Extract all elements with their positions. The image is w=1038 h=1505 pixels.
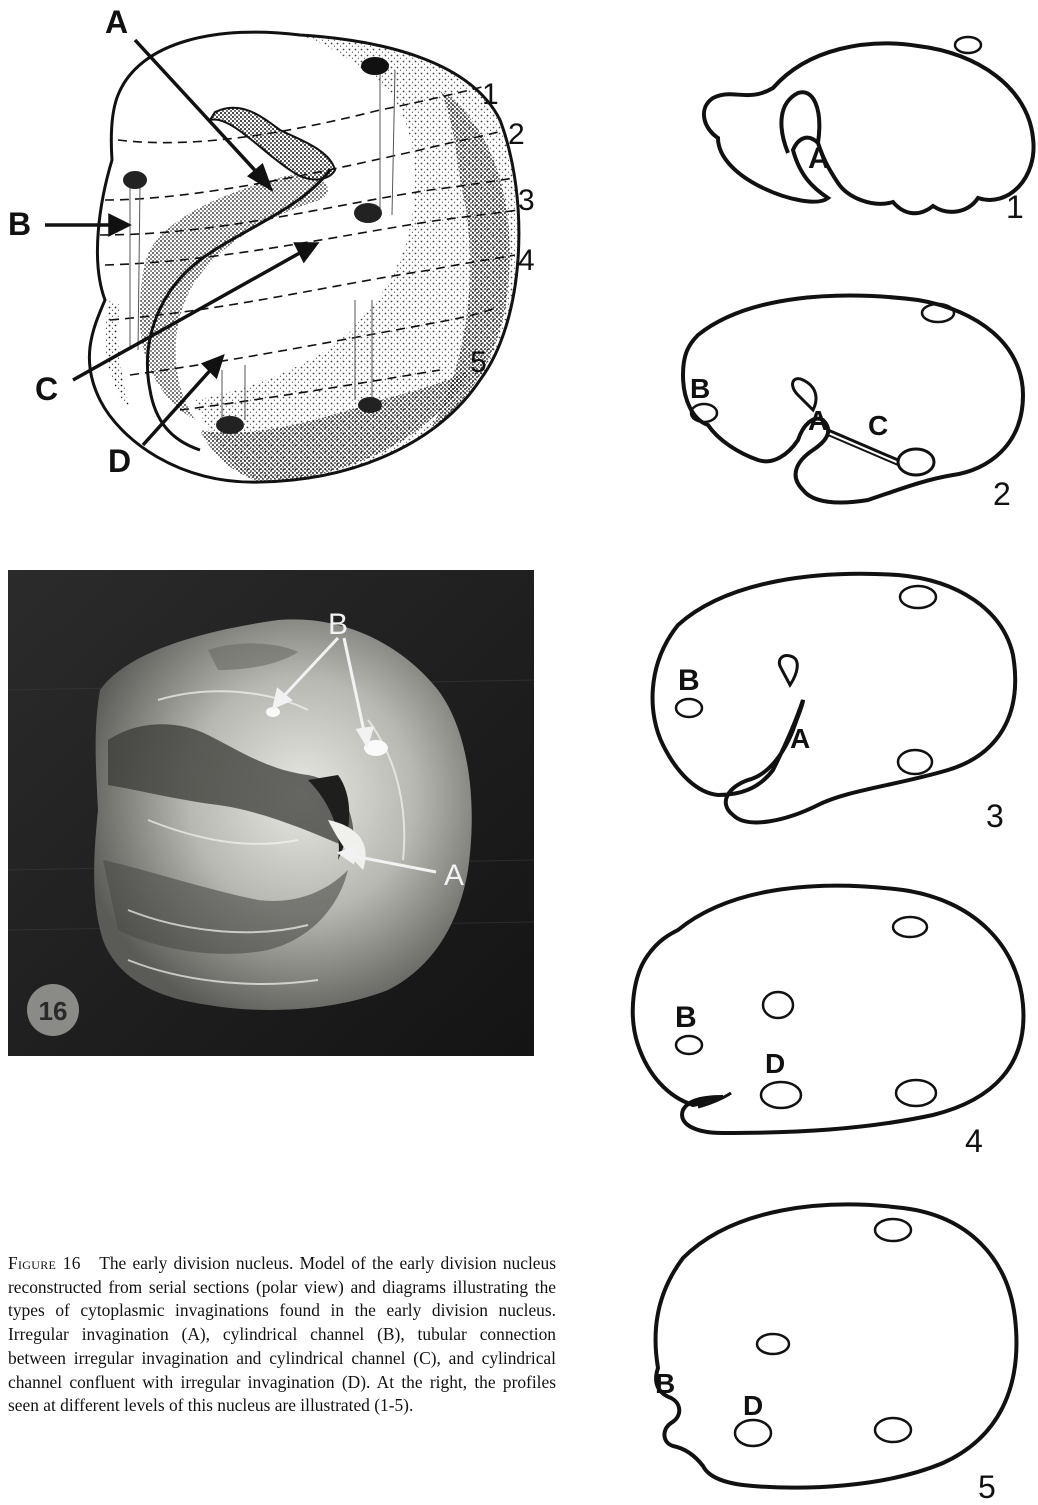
model-label-d: D (108, 443, 131, 479)
figure-label: Figure 16 (8, 1253, 81, 1273)
profile-5-label-d: D (743, 1390, 763, 1421)
model-label-c: C (35, 371, 58, 407)
profile-2-label-a: A (808, 405, 828, 436)
profile-level-2: B A C 2 (638, 275, 1038, 515)
profile-level-4: B D 4 (613, 875, 1038, 1165)
profile-3-number: 3 (986, 798, 1004, 834)
profile-2-label-b: B (690, 373, 710, 404)
photo-label-b: B (328, 608, 348, 641)
profile-2-label-c: C (868, 410, 888, 441)
model-level-3: 3 (518, 184, 535, 217)
caption-title: The early division nucleus. (99, 1253, 293, 1273)
profile-level-3: B A 3 (618, 555, 1038, 845)
model-label-b: B (8, 206, 31, 242)
profile-4-label-b: B (675, 1001, 697, 1034)
figure-badge-number: 16 (39, 996, 68, 1026)
model-level-4: 4 (518, 244, 535, 277)
profile-1-number: 1 (1006, 189, 1024, 225)
model-level-2: 2 (508, 118, 525, 151)
model-level-1: 1 (482, 78, 499, 111)
model-photograph: B A 16 (8, 570, 534, 1056)
figure-caption: Figure 16 The early division nucleus. Mo… (8, 1252, 556, 1418)
profile-2-number: 2 (993, 476, 1011, 512)
profile-3-label-a: A (790, 723, 810, 754)
profile-level-1: A 1 (678, 18, 1038, 238)
profile-5-number: 5 (978, 1469, 996, 1505)
profile-level-5: B D 5 (623, 1198, 1038, 1505)
caption-body: Model of the early division nucleus reco… (8, 1253, 556, 1415)
model-label-a: A (105, 4, 128, 40)
nucleus-model-drawing: A B C D 1 2 3 4 5 (0, 0, 560, 500)
photo-label-a: A (444, 859, 464, 892)
profile-4-label-d: D (765, 1048, 785, 1079)
profile-1-label-a: A (808, 142, 830, 175)
profile-5-label-b: B (655, 1368, 675, 1399)
profile-3-label-b: B (678, 664, 700, 697)
model-level-5: 5 (470, 346, 487, 379)
profile-4-number: 4 (965, 1123, 983, 1159)
